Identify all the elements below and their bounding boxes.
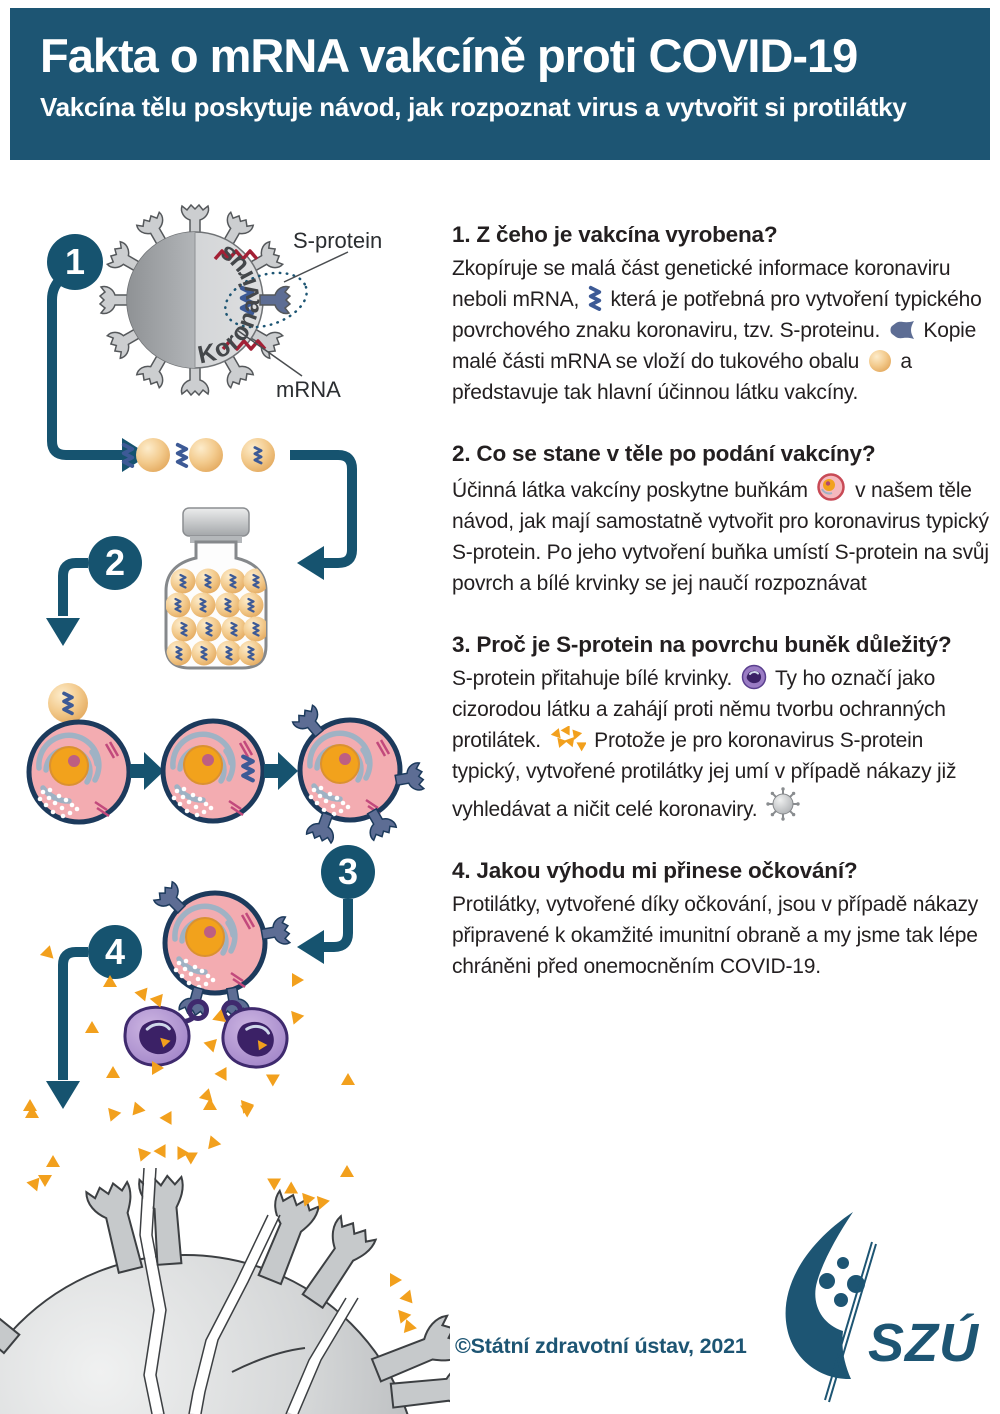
arrow-cell-2-3 <box>264 752 298 790</box>
section-2-body: Účinná látka vakcíny poskytne buňkám v n… <box>452 472 992 599</box>
step-badge-3 <box>321 845 375 899</box>
section-3-body: S-protein přitahuje bílé krvinky. Ty ho … <box>452 663 992 825</box>
step4-group: 4 <box>46 925 142 1109</box>
step-badge-2 <box>88 536 142 590</box>
antibodies-icon <box>550 725 587 752</box>
vaccine-vial <box>164 507 268 670</box>
step-badge-2-label: 2 <box>105 542 125 583</box>
step-badge-1-label: 1 <box>65 241 85 282</box>
step-badge-3-label: 3 <box>338 851 358 892</box>
mrna-label: mRNA <box>276 377 341 402</box>
section-1: 1. Z čeho je vakcína vyrobena? Zkopíruje… <box>452 222 992 408</box>
cell-progression-group <box>29 683 426 845</box>
body-cell-1 <box>29 722 129 822</box>
section-3: 3. Proč je S-protein na povrchu buněk dů… <box>452 632 992 825</box>
dotted-highlight-ellipse <box>224 271 308 329</box>
header-banner: Fakta o mRNA vakcíně proti COVID-19 Vakc… <box>10 8 990 160</box>
step2-group: 2 <box>46 507 268 670</box>
arrow-step3 <box>297 930 324 964</box>
virus-cracks <box>141 1167 357 1414</box>
cell-icon <box>817 473 846 501</box>
szu-logo-flame <box>785 1212 853 1380</box>
szu-logo-text: SZÚ <box>868 1313 980 1373</box>
white-blood-cell-icon <box>741 664 767 690</box>
arrow-step4 <box>46 1081 80 1109</box>
arrow-to-vial <box>297 546 324 580</box>
lipid-nanoparticles-row <box>121 438 275 472</box>
step3-group: 3 <box>120 845 375 1072</box>
wbc-hook <box>187 999 209 1021</box>
section-4-body: Protilátky, vytvořené díky očkování, jso… <box>452 893 979 978</box>
section-1-title: 1. Z čeho je vakcína vyrobena? <box>452 222 778 247</box>
section-4: 4. Jakou výhodu mi přinese očkování? Pro… <box>452 858 992 982</box>
page-title: Fakta o mRNA vakcíně proti COVID-19 <box>40 29 858 82</box>
presenting-cell-with-wbc <box>120 879 292 1072</box>
step-badge-4-label: 4 <box>105 931 125 972</box>
step1-group: 1 Koronavirus S-prot <box>47 204 382 580</box>
szu-logo: SZÚ <box>785 1212 980 1403</box>
coronavirus-icon <box>766 787 800 821</box>
szu-logo-needle <box>824 1241 877 1403</box>
white-blood-cell-2 <box>219 1004 291 1072</box>
s-protein-icon <box>890 321 914 339</box>
page-subtitle: Vakcína tělu poskytuje návod, jak rozpoz… <box>40 91 907 122</box>
arrow-cell-1-2 <box>130 752 164 790</box>
step-badge-4 <box>88 925 142 979</box>
mrna-icon <box>588 285 601 311</box>
destroyed-virus <box>0 1167 450 1414</box>
arrow-step2 <box>46 618 80 646</box>
qa-text-column: 1. Z čeho je vakcína vyrobena? Zkopíruje… <box>452 222 992 1015</box>
white-blood-cell-1 <box>120 1002 194 1070</box>
copyright-text: ©Státní zdravotní ústav, 2021 <box>455 1334 747 1358</box>
process-diagram: 1 Koronavirus S-prot <box>0 204 450 1414</box>
section-4-title: 4. Jakou výhodu mi přinese očkování? <box>452 858 858 883</box>
step-badge-1 <box>47 234 103 290</box>
section-1-body: Zkopíruje se malá část genetické informa… <box>452 257 982 404</box>
section-2: 2. Co se stane v těle po podání vakcíny?… <box>452 441 992 599</box>
section-3-title: 3. Proč je S-protein na povrchu buněk dů… <box>452 632 952 657</box>
coronavirus-illustration: Koronavirus <box>99 204 308 396</box>
section-2-title: 2. Co se stane v těle po podání vakcíny? <box>452 441 876 466</box>
lipid-ball-icon <box>868 350 891 372</box>
s-protein-label: S-protein <box>293 228 382 253</box>
